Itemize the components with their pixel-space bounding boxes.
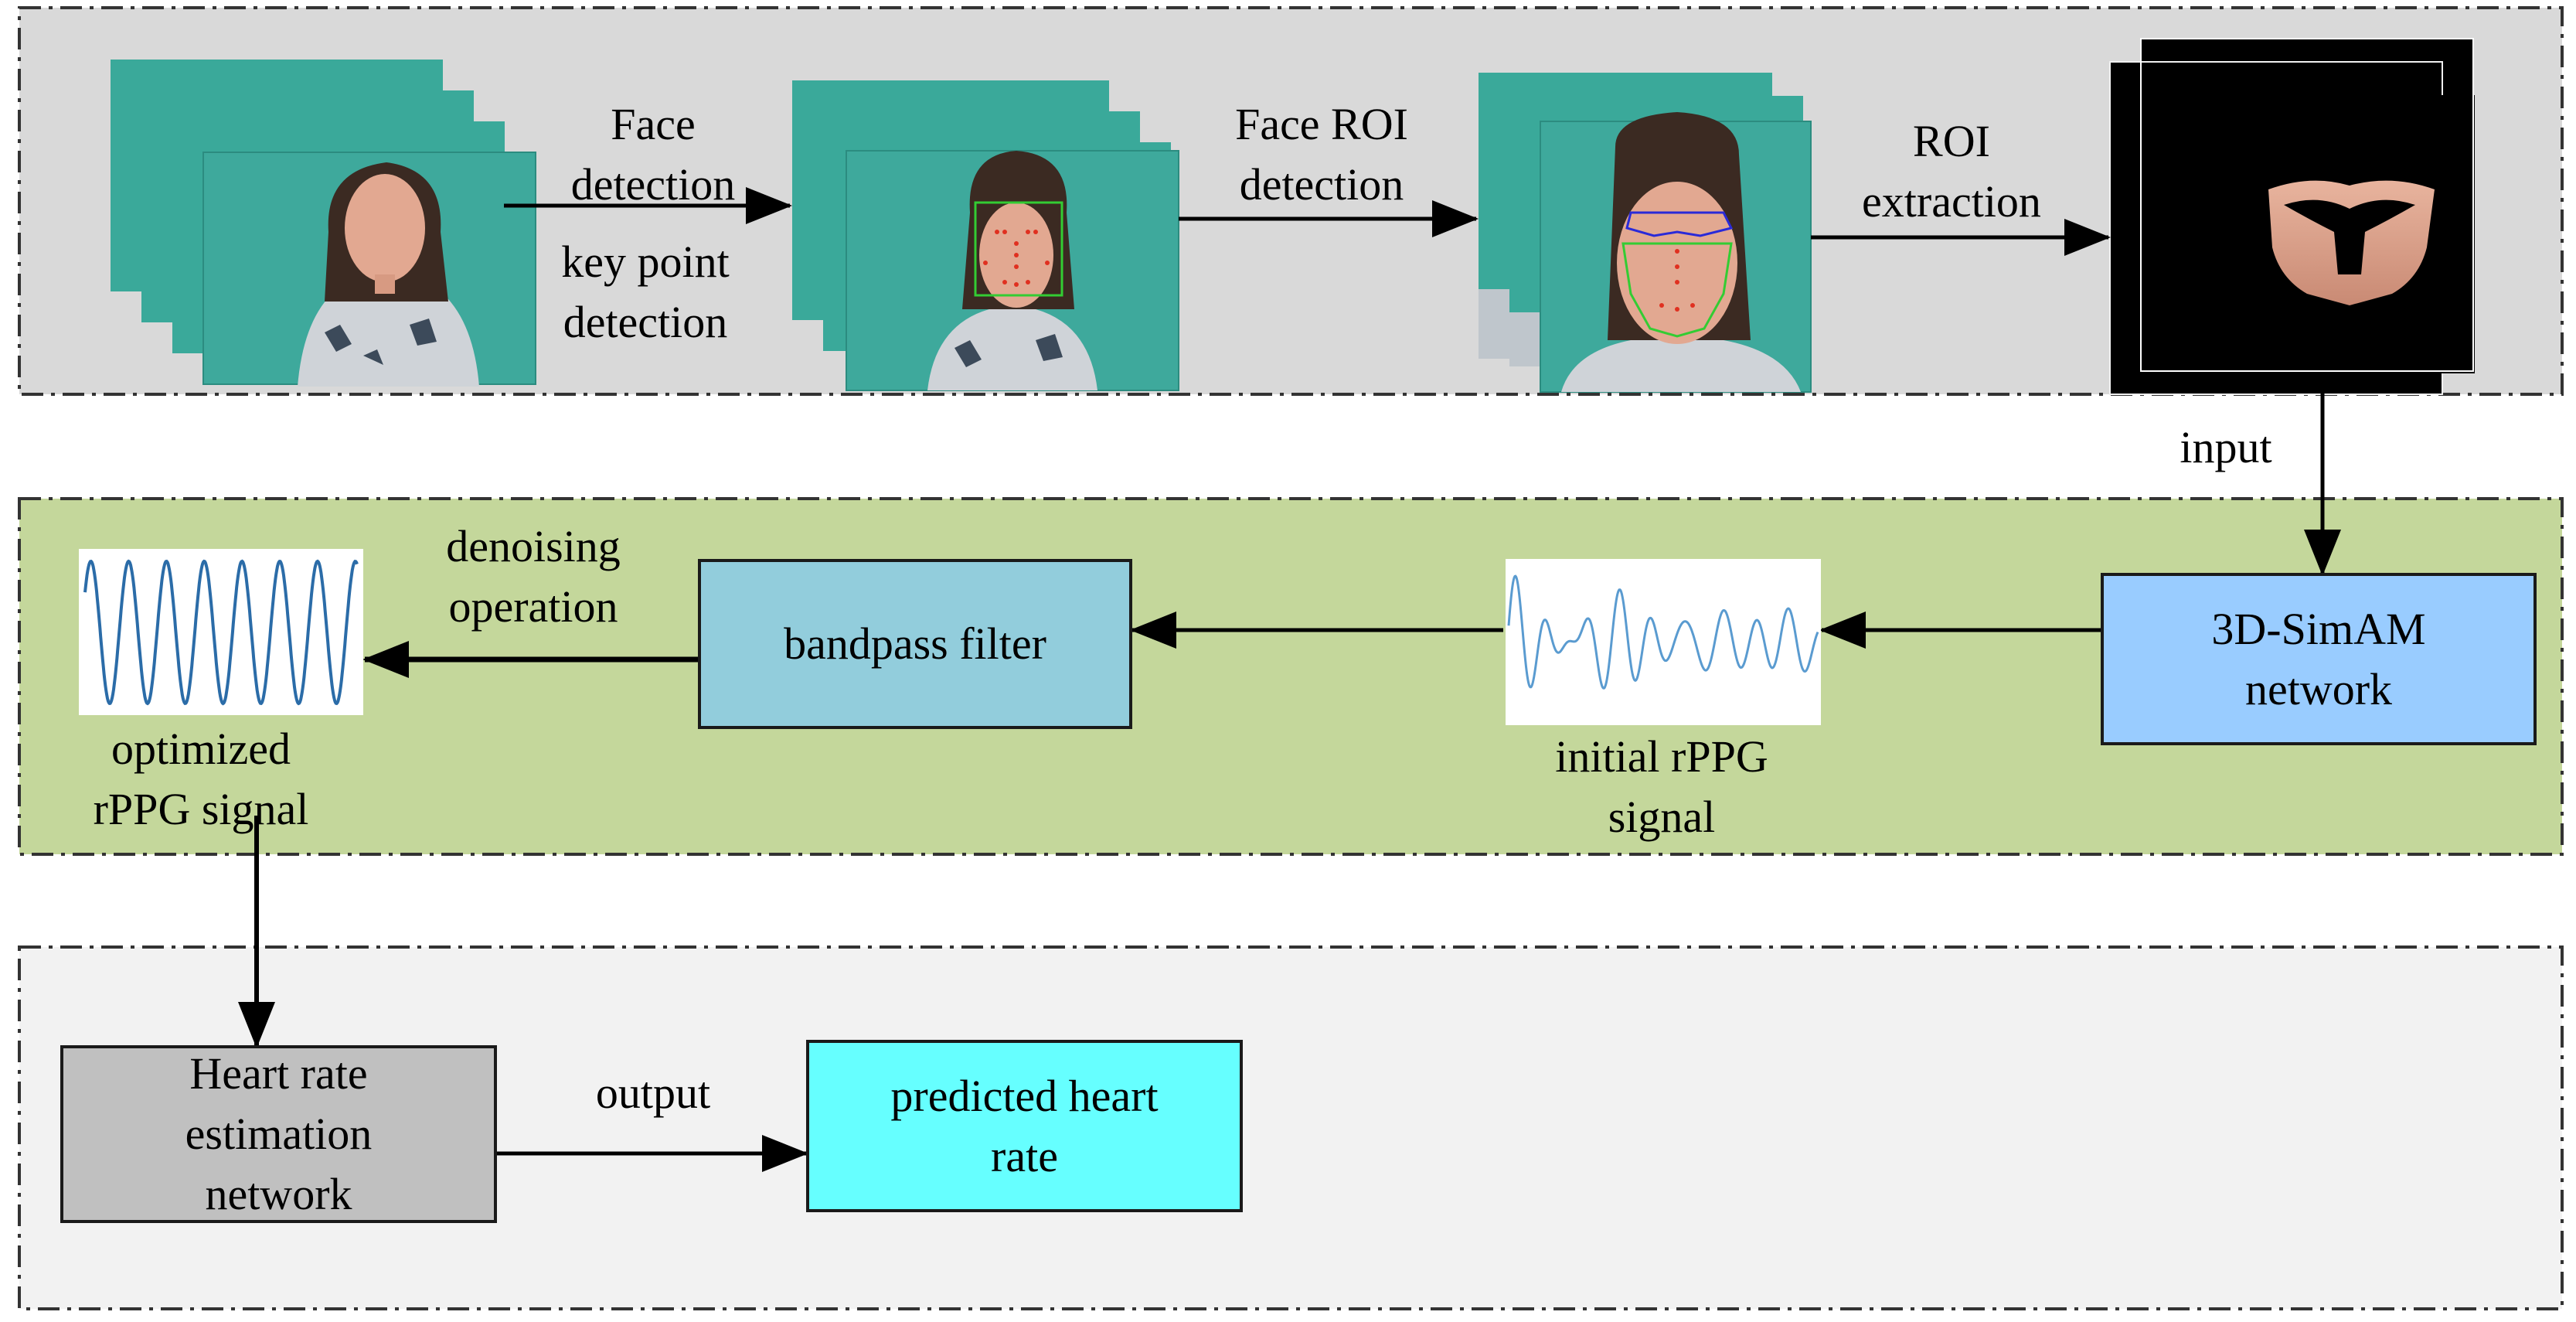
video-frames-keypoints [792, 80, 1179, 391]
label-output: output [595, 1068, 711, 1118]
roi-extraction-frames [2109, 38, 2475, 395]
label-face-roi-detection: Face ROI detection [1235, 99, 1408, 210]
video-frames-roi [1479, 73, 1812, 393]
label-denoising-operation: denoising operation [446, 521, 621, 632]
network-box-label: 3D-SimAM network [2211, 603, 2426, 714]
video-frames-original [111, 60, 536, 387]
label-keypoint-detection: key point detection [561, 237, 730, 347]
person-image [298, 162, 479, 387]
label-face-detection: Face detection [570, 99, 736, 210]
optimized-rppg-waveform [79, 549, 363, 715]
initial-rppg-waveform [1506, 559, 1821, 725]
hr-estimation-network-label: Heart rate estimation network [185, 1048, 373, 1219]
hr-estimation-network-box: Heart rate estimation network [60, 1045, 497, 1223]
bandpass-filter-label: bandpass filter [784, 618, 1046, 669]
predicted-heart-rate-box: predicted heart rate [806, 1040, 1243, 1212]
predicted-heart-rate-label: predicted heart rate [890, 1070, 1159, 1181]
bandpass-filter-box: bandpass filter [698, 559, 1132, 729]
label-input: input [2180, 422, 2272, 472]
label-optimized-rppg-signal: optimized rPPG signal [93, 724, 309, 834]
network-box-3d-simam: 3D-SimAM network [2101, 573, 2537, 745]
label-roi-extraction: ROI extraction [1862, 116, 2041, 227]
label-initial-rppg-signal: initial rPPG signal [1555, 731, 1768, 842]
